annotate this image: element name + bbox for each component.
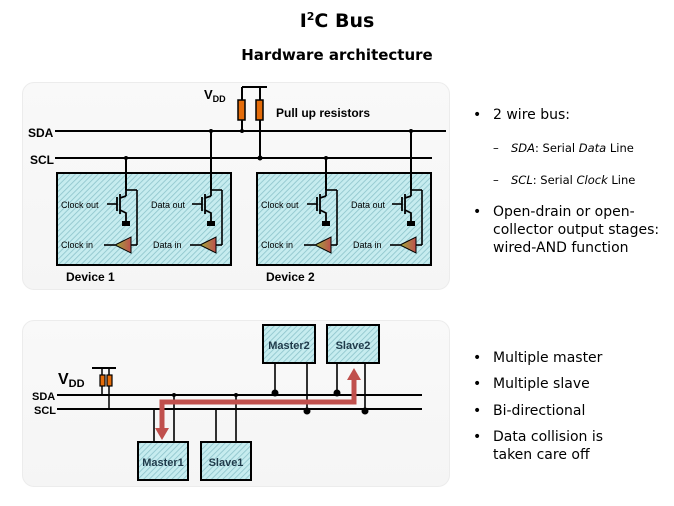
pullup-resistor-scl — [255, 99, 264, 121]
device-1: Clock out Clock in Data out Data in Devi… — [56, 129, 232, 284]
arrow-head-down-icon — [155, 428, 169, 440]
bullet-icon: • — [473, 376, 482, 392]
pullup-resistor-scl-bottom — [106, 374, 113, 387]
data-flow-arrow — [159, 380, 357, 428]
data-in-label: Data in — [153, 240, 182, 250]
arrow-head-up-icon — [347, 368, 361, 380]
bullet-icon: • — [473, 204, 482, 220]
sda-label-top: SDA — [28, 126, 54, 140]
slave1-label: Slave1 — [209, 457, 244, 469]
bullet-icon: • — [473, 403, 482, 419]
pullup-resistor-sda — [237, 99, 246, 121]
clock-out-label: Clock out — [261, 200, 299, 210]
device-2-box — [256, 172, 432, 266]
vdd-label-top: VDD — [204, 87, 226, 104]
slave1-node — [200, 441, 252, 481]
device-1-box — [56, 172, 232, 266]
data-out-label: Data out — [351, 200, 386, 210]
scl-label-top: SCL — [30, 153, 54, 167]
master1-label: Master1 — [142, 457, 184, 469]
bullet-icon: • — [473, 350, 482, 366]
pullup-label: Pull up resistors — [276, 106, 370, 120]
data-out-label: Data out — [151, 200, 186, 210]
clock-out-label: Clock out — [61, 200, 99, 210]
master1-node — [137, 441, 189, 481]
slave2-node — [326, 324, 380, 364]
sda-label-bottom: SDA — [32, 391, 55, 403]
scl-label-bottom: SCL — [34, 405, 56, 417]
top-bus: VDD Pull up resistors SDA SCL — [28, 86, 446, 167]
clock-in-label: Clock in — [61, 240, 93, 250]
bullet-icon: • — [473, 107, 482, 123]
data-in-label: Data in — [353, 240, 382, 250]
bottom-bus: VDD SDA SCL Master1 Slave1 Master2 Slave… — [32, 324, 422, 481]
clock-in-label: Clock in — [261, 240, 293, 250]
dash-icon: – — [493, 173, 499, 187]
device-2: Clock out Clock in Data out Data in Devi… — [256, 129, 432, 284]
device-1-label: Device 1 — [66, 270, 115, 284]
pullup-resistor-sda-bottom — [99, 374, 106, 387]
master2-label: Master2 — [268, 340, 310, 352]
vdd-label-bottom: VDD — [58, 371, 85, 390]
page-subtitle: Hardware architecture — [241, 46, 433, 64]
device-2-label: Device 2 — [266, 270, 315, 284]
master2-node — [262, 324, 316, 364]
slave2-label: Slave2 — [336, 340, 371, 352]
dash-icon: – — [493, 141, 499, 155]
bullet-icon: • — [473, 429, 482, 445]
page-title: I2C Bus — [299, 10, 375, 32]
